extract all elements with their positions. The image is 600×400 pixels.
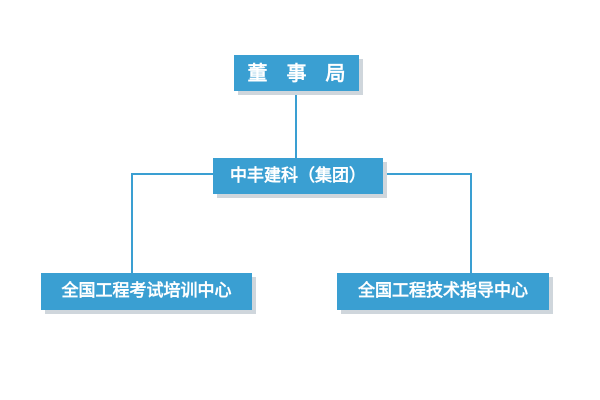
node-board-of-directors: 董 事 局 [234,55,359,91]
connector-group-left-horizontal [131,173,213,175]
node-guidance-center: 全国工程技术指导中心 [337,273,549,310]
node-training-center: 全国工程考试培训中心 [41,273,252,310]
connector-board-to-group [295,91,297,158]
connector-group-right-horizontal [383,173,472,175]
connector-left-vertical [131,173,133,273]
node-group-company: 中丰建科（集团） [213,158,383,194]
connector-right-vertical [470,173,472,273]
